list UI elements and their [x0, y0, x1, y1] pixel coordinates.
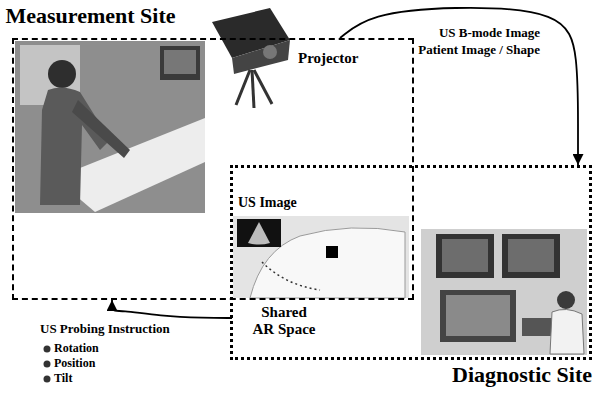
site-heading: Measurement Site [6, 3, 176, 28]
bullet-dot [44, 361, 51, 368]
monitor [502, 234, 560, 278]
projector-lens [263, 45, 277, 59]
operator-head [48, 60, 76, 88]
tripod-leg [236, 70, 250, 105]
list-item: Rotation [54, 342, 99, 356]
operator-body [40, 87, 110, 205]
bullets [44, 346, 51, 383]
tripod-leg [252, 70, 254, 108]
tripod-leg [254, 70, 272, 104]
projector-photo [212, 8, 290, 108]
monitor-screen [508, 239, 554, 272]
us-fan [248, 222, 270, 245]
part-name: Projector [298, 50, 359, 67]
workstation-screen [446, 295, 510, 336]
site-heading: Diagnostic Site [452, 362, 592, 387]
bullet-dot [44, 346, 51, 353]
photo-ground [421, 229, 587, 355]
shared-space: Shared AR Space [232, 215, 410, 343]
site-region: Shared AR SpaceDiagnostic Site [230, 165, 592, 360]
bullet-dot [44, 376, 51, 383]
site-region: Measurement Site [12, 38, 414, 300]
ar-space-photo [233, 216, 409, 298]
doctor-head [557, 291, 575, 309]
monitor-screen [164, 50, 196, 74]
signal-label: Patient Image / Shape [418, 43, 540, 58]
monitor [160, 46, 200, 80]
edge-label: US Probing Instruction [40, 322, 170, 337]
monitor-screen [442, 239, 488, 272]
projector-side [232, 40, 290, 74]
photo-ground [15, 41, 205, 213]
node-label: Shared AR Space [250, 304, 318, 339]
list-item: Tilt [54, 372, 72, 386]
part-name: US Image [238, 195, 297, 211]
connector-arrow [112, 300, 232, 318]
laptop [522, 318, 552, 336]
list-item: Position [54, 357, 95, 371]
monitor [436, 234, 494, 278]
us-inset [237, 219, 281, 247]
probe-path [262, 262, 320, 290]
workstation-monitor [440, 290, 516, 342]
measurement-photo [15, 41, 205, 213]
marker-square [326, 246, 338, 258]
photo-ground [233, 216, 409, 298]
edge-label: US B-mode Image [439, 26, 540, 41]
diagnostic-photo [421, 229, 587, 355]
connector-arrow [340, 8, 578, 165]
doctor-body [550, 309, 584, 354]
operator-arm [72, 100, 130, 158]
